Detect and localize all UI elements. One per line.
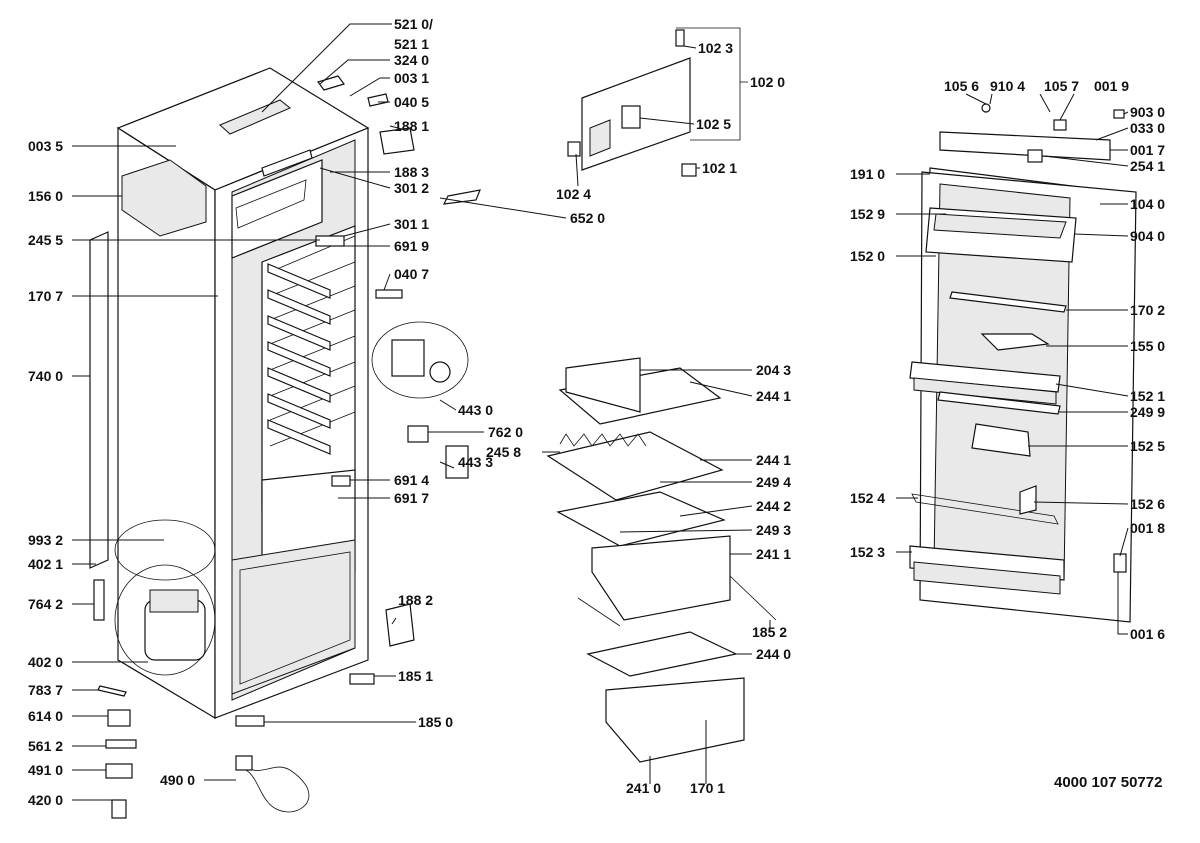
callout-2441-a: 244 1 <box>756 388 791 404</box>
callout-2440: 244 0 <box>756 646 791 662</box>
small-door-drawing <box>567 27 748 177</box>
callout-4021: 402 1 <box>28 556 63 572</box>
callout-9040: 904 0 <box>1130 228 1165 244</box>
callout-2411: 241 1 <box>756 546 791 562</box>
leader-lines <box>72 23 1129 801</box>
callout-4900: 490 0 <box>160 772 195 788</box>
callout-9932: 993 2 <box>28 532 63 548</box>
callout-0019: 001 9 <box>1094 78 1129 94</box>
callout-2442: 244 2 <box>756 498 791 514</box>
callout-0035: 003 5 <box>28 138 63 154</box>
callout-1020: 102 0 <box>750 74 785 90</box>
callout-2493: 249 3 <box>756 522 791 538</box>
callout-1526: 152 6 <box>1130 496 1165 512</box>
callout-1023: 102 3 <box>698 40 733 56</box>
callout-9104: 910 4 <box>990 78 1025 94</box>
callout-5211: 521 1 <box>394 36 429 52</box>
callout-1910: 191 0 <box>850 166 885 182</box>
callout-1852: 185 2 <box>752 624 787 640</box>
callout-6914: 691 4 <box>394 472 429 488</box>
callout-6919: 691 9 <box>394 238 429 254</box>
callout-1520: 152 0 <box>850 248 885 264</box>
callout-1024: 102 4 <box>556 186 591 202</box>
callout-2441-b: 244 1 <box>756 452 791 468</box>
callout-1707: 170 7 <box>28 288 63 304</box>
document-number: 4000 107 50772 <box>1054 774 1162 791</box>
callout-4910: 491 0 <box>28 762 63 778</box>
callout-7620: 762 0 <box>488 424 523 440</box>
callout-1881: 188 1 <box>394 118 429 134</box>
callout-0405: 040 5 <box>394 94 429 110</box>
callout-0407: 040 7 <box>394 266 429 282</box>
callout-1021: 102 1 <box>702 160 737 176</box>
callout-0017: 001 7 <box>1130 142 1165 158</box>
callout-1056: 105 6 <box>944 78 979 94</box>
callout-0330: 033 0 <box>1130 120 1165 136</box>
callout-9030: 903 0 <box>1130 104 1165 120</box>
callout-5612: 561 2 <box>28 738 63 754</box>
callout-1525: 152 5 <box>1130 438 1165 454</box>
cabinet-drawing <box>89 67 481 819</box>
callout-6520: 652 0 <box>570 210 605 226</box>
callout-6917: 691 7 <box>394 490 429 506</box>
callout-1025: 102 5 <box>696 116 731 132</box>
callout-3240: 324 0 <box>394 52 429 68</box>
main-door-drawing <box>909 103 1137 623</box>
callout-1523: 152 3 <box>850 544 885 560</box>
callout-4433: 443 3 <box>458 454 493 470</box>
callout-7400: 740 0 <box>28 368 63 384</box>
callout-4200: 420 0 <box>28 792 63 808</box>
callout-3012: 301 2 <box>394 180 429 196</box>
callout-1550: 155 0 <box>1130 338 1165 354</box>
callout-2494: 249 4 <box>756 474 791 490</box>
callout-1524: 152 4 <box>850 490 885 506</box>
callout-3011: 301 1 <box>394 216 429 232</box>
callout-4020: 402 0 <box>28 654 63 670</box>
callout-2455: 245 5 <box>28 232 63 248</box>
callout-1851: 185 1 <box>398 668 433 684</box>
callout-1883: 188 3 <box>394 164 429 180</box>
callout-1701: 170 1 <box>690 780 725 796</box>
callout-2410: 241 0 <box>626 780 661 796</box>
callout-6140: 614 0 <box>28 708 63 724</box>
callout-0031: 003 1 <box>394 70 429 86</box>
callout-2541: 254 1 <box>1130 158 1165 174</box>
callout-1560: 156 0 <box>28 188 63 204</box>
callout-1040: 104 0 <box>1130 196 1165 212</box>
callout-5210: 521 0/ <box>394 16 433 32</box>
callout-1850: 185 0 <box>418 714 453 730</box>
callout-2458: 245 8 <box>486 444 521 460</box>
callout-0016: 001 6 <box>1130 626 1165 642</box>
callout-2499: 249 9 <box>1130 404 1165 420</box>
callout-1057: 105 7 <box>1044 78 1079 94</box>
callout-1882: 188 2 <box>398 592 433 608</box>
callout-1529: 152 9 <box>850 206 885 222</box>
callout-7642: 764 2 <box>28 596 63 612</box>
callout-4430: 443 0 <box>458 402 493 418</box>
callout-1702: 170 2 <box>1130 302 1165 318</box>
shelves-drawing <box>546 357 777 763</box>
callout-7837: 783 7 <box>28 682 63 698</box>
callout-0018: 001 8 <box>1130 520 1165 536</box>
callout-2043: 204 3 <box>756 362 791 378</box>
callout-labels: 521 0/ 521 1 324 0 003 1 040 5 188 1 003… <box>28 16 1165 808</box>
callout-1521: 152 1 <box>1130 388 1165 404</box>
